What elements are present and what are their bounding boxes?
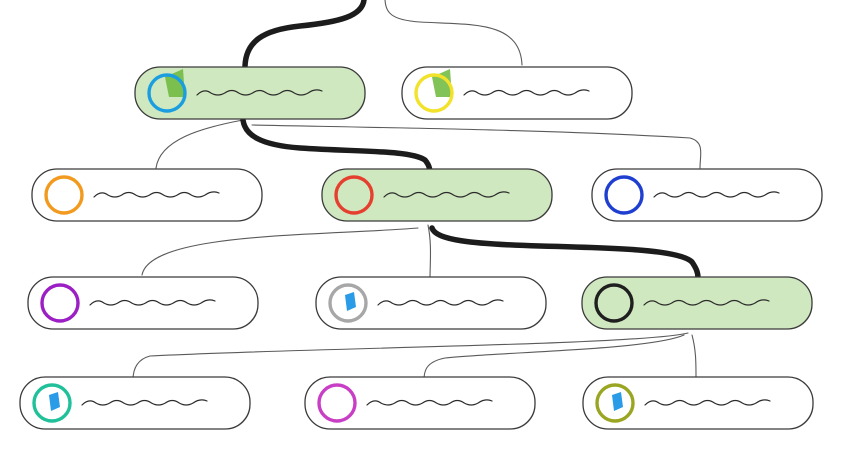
node-pill bbox=[582, 376, 814, 430]
connector-line bbox=[691, 334, 697, 379]
scribble-label bbox=[644, 399, 771, 406]
status-ring-icon bbox=[604, 175, 644, 215]
scribble-label bbox=[383, 191, 510, 198]
blue-cube-icon bbox=[345, 292, 356, 311]
status-ring-icon bbox=[595, 383, 635, 423]
node-pill bbox=[591, 168, 823, 222]
tree-node[interactable] bbox=[581, 276, 813, 330]
highlighted-path bbox=[240, 0, 701, 281]
scribble-label bbox=[93, 191, 220, 198]
blue-cube-icon bbox=[612, 392, 623, 411]
tree-node[interactable] bbox=[27, 276, 259, 330]
scribble-label bbox=[89, 299, 216, 306]
connector-line bbox=[141, 227, 419, 276]
status-ring-icon bbox=[414, 73, 454, 113]
scribble-label bbox=[653, 191, 780, 198]
status-ring-icon bbox=[32, 383, 72, 423]
connector-line bbox=[251, 124, 702, 169]
scribble-label bbox=[463, 89, 590, 96]
connector-line bbox=[423, 334, 685, 381]
scribble-label bbox=[81, 399, 208, 406]
node-pill bbox=[27, 276, 259, 330]
connector-line bbox=[427, 224, 432, 281]
node-pill bbox=[401, 66, 633, 120]
highlighted-connector bbox=[240, 117, 433, 179]
highlighted-connector bbox=[429, 225, 701, 281]
node-pill-highlighted bbox=[134, 66, 366, 120]
tree-node[interactable] bbox=[304, 376, 536, 430]
node-pill bbox=[315, 276, 547, 330]
tree-node[interactable] bbox=[134, 66, 366, 120]
tree-node[interactable] bbox=[401, 66, 633, 120]
connector-lines bbox=[132, 0, 702, 381]
node-pill-highlighted bbox=[321, 168, 553, 222]
node-pill-highlighted bbox=[581, 276, 813, 330]
tree-node[interactable] bbox=[582, 376, 814, 430]
status-ring-icon bbox=[40, 283, 80, 323]
scribble-label bbox=[366, 399, 493, 406]
status-ring-icon bbox=[334, 175, 374, 215]
tree-node[interactable] bbox=[19, 376, 251, 430]
status-ring-icon bbox=[328, 283, 368, 323]
node-pill bbox=[304, 376, 536, 430]
scribble-label bbox=[643, 299, 770, 306]
status-ring-icon bbox=[317, 383, 357, 423]
tree-node[interactable] bbox=[591, 168, 823, 222]
tree-node[interactable] bbox=[315, 276, 547, 330]
connector-line bbox=[384, 0, 523, 66]
status-ring-icon bbox=[594, 283, 634, 323]
blue-cube-icon bbox=[49, 392, 60, 411]
node-layer bbox=[19, 66, 823, 430]
tree-node[interactable] bbox=[31, 168, 263, 222]
status-ring-icon bbox=[147, 73, 187, 113]
tree-node[interactable] bbox=[321, 168, 553, 222]
connector-line bbox=[132, 332, 689, 381]
status-ring-icon bbox=[44, 175, 84, 215]
scribble-label bbox=[196, 89, 323, 96]
scribble-label bbox=[377, 299, 504, 306]
node-pill bbox=[19, 376, 251, 430]
highlighted-connector bbox=[242, 0, 367, 69]
node-pill bbox=[31, 168, 263, 222]
connector-line bbox=[155, 119, 244, 169]
